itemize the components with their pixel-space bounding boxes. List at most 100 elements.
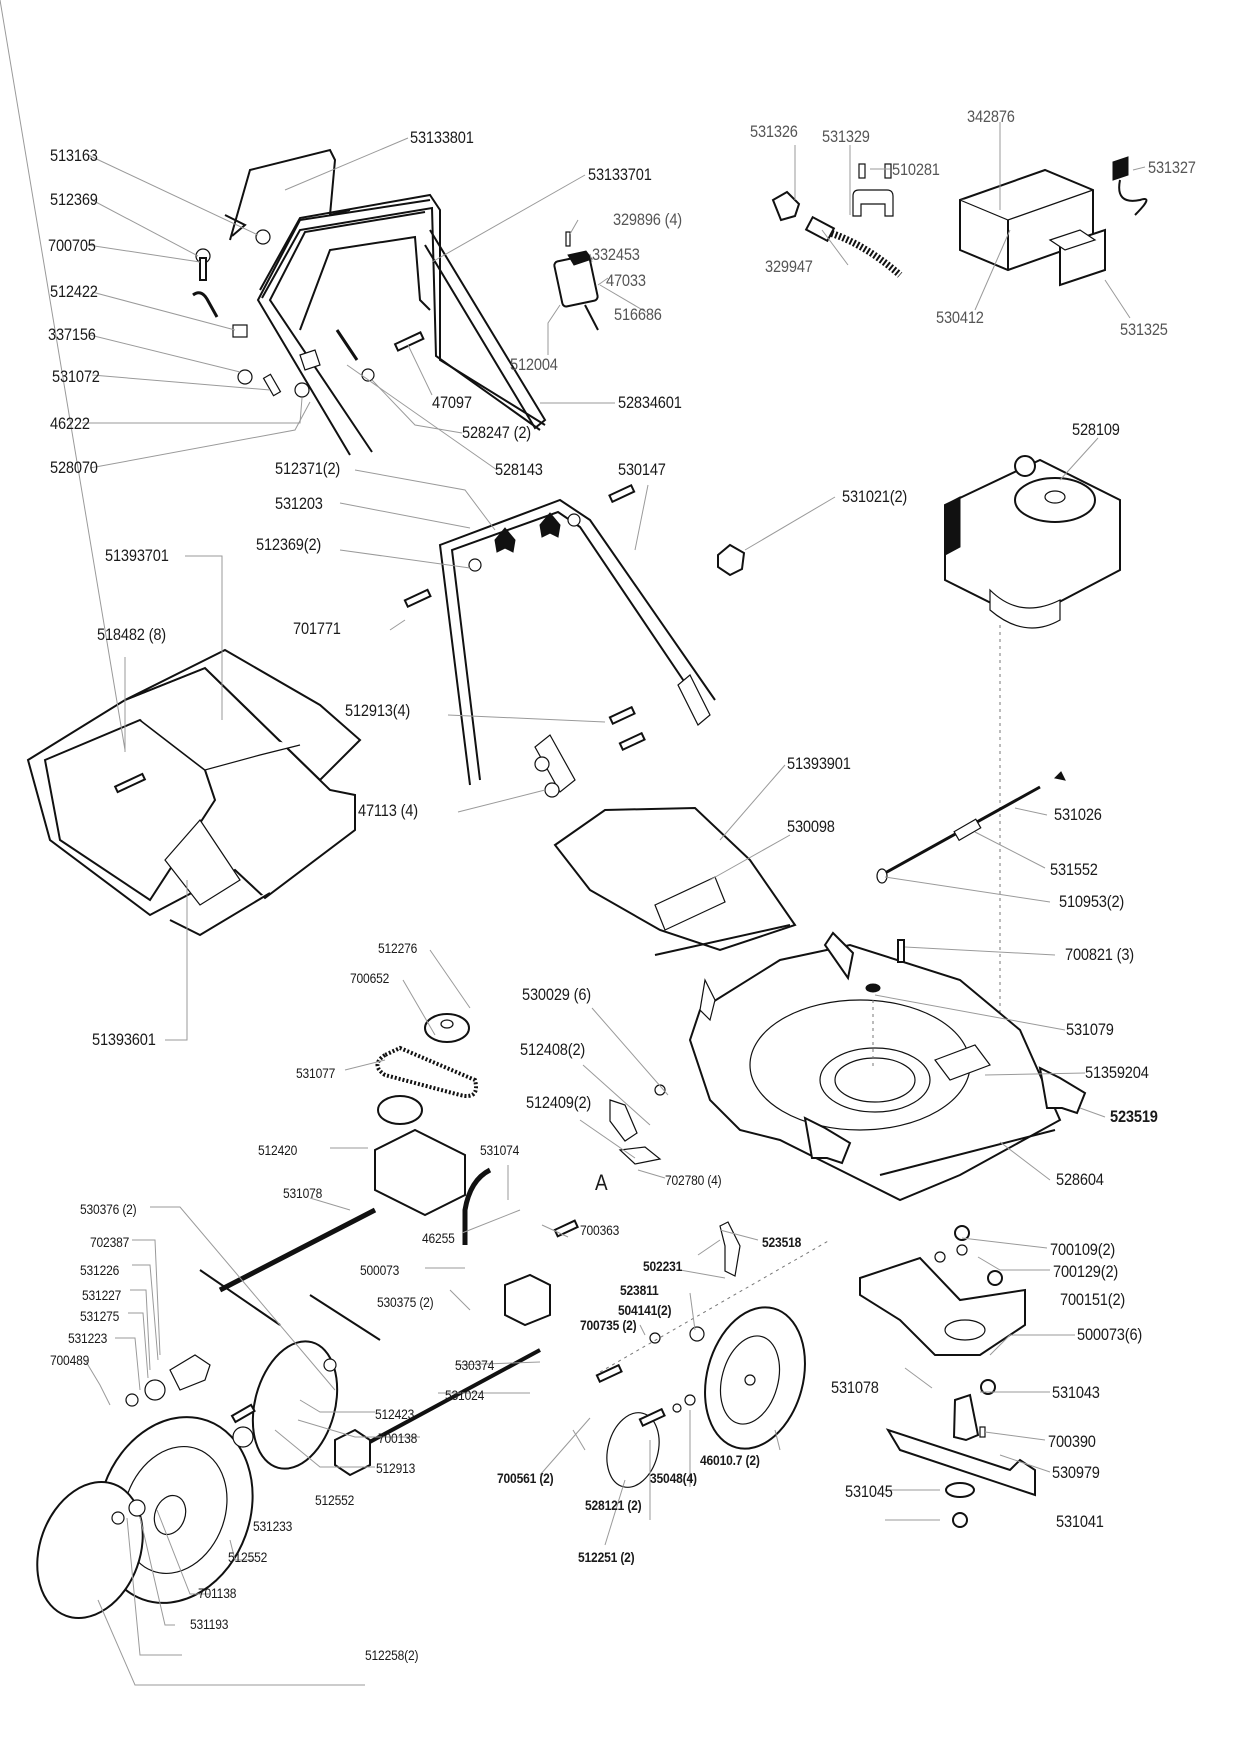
part-label: 329947 <box>765 257 813 276</box>
part-label: 47033 <box>606 271 646 290</box>
part-label: 528121 (2) <box>585 1497 642 1513</box>
part-label: 531329 <box>822 127 870 146</box>
part-label: 512422 <box>50 282 98 301</box>
part-label: 332453 <box>592 245 640 264</box>
part-label: 46222 <box>50 414 90 433</box>
part-label: 700821 (3) <box>1065 945 1135 964</box>
part-label: 523519 <box>1110 1107 1158 1126</box>
part-label: 51393701 <box>105 546 169 565</box>
part-label: 700363 <box>580 1222 620 1238</box>
part-label: 512409(2) <box>526 1093 592 1112</box>
part-label: 512408(2) <box>520 1040 586 1059</box>
part-label: 531203 <box>275 494 323 513</box>
part-label: 512420 <box>258 1142 298 1158</box>
part-label: 530029 (6) <box>522 985 592 1004</box>
blade-assembly <box>859 1225 1036 1528</box>
part-label: 531045 <box>845 1482 893 1501</box>
part-label: 530412 <box>936 308 984 327</box>
part-label: 528143 <box>495 460 543 479</box>
switch-box-512004 <box>553 231 599 331</box>
part-label: 518482 (8) <box>97 625 167 644</box>
part-label: 52834601 <box>618 393 682 412</box>
part-label: 46255 <box>422 1230 455 1246</box>
part-label: 523518 <box>762 1234 802 1250</box>
part-label: 523811 <box>620 1282 659 1298</box>
part-label: 510953(2) <box>1059 892 1125 911</box>
part-label: 531275 <box>80 1308 120 1324</box>
part-label: 531078 <box>831 1378 879 1397</box>
part-label: 702780 (4) <box>665 1172 722 1188</box>
part-label: 46010.7 (2) <box>700 1452 760 1468</box>
part-label: 531077 <box>296 1065 336 1081</box>
part-label: 528070 <box>50 458 98 477</box>
cable-bail-53133801 <box>224 148 351 241</box>
part-label: 53133801 <box>410 128 474 147</box>
part-label: 512423 <box>375 1406 415 1422</box>
part-label: A <box>595 1170 608 1195</box>
part-label: 531325 <box>1120 320 1168 339</box>
part-label: 51359204 <box>1085 1063 1149 1082</box>
rear-flap-51393901 <box>553 806 797 956</box>
part-label: 701771 <box>293 619 341 638</box>
part-label: 531078 <box>283 1185 323 1201</box>
part-label: 531552 <box>1050 860 1098 879</box>
part-label: 342876 <box>967 107 1015 126</box>
part-label: 500073(6) <box>1077 1325 1143 1344</box>
throttle-cable-531026 <box>876 771 1066 884</box>
part-label: 528109 <box>1072 420 1120 439</box>
left-hardware <box>192 229 425 398</box>
part-label: 531226 <box>80 1262 120 1278</box>
part-label: 500073 <box>360 1262 400 1278</box>
part-label: 700390 <box>1048 1432 1096 1451</box>
part-label: 512552 <box>228 1549 268 1565</box>
part-label: 53133701 <box>588 165 652 184</box>
part-label: 512552 <box>315 1492 355 1508</box>
part-label: 516686 <box>614 305 662 324</box>
part-label: 700151(2) <box>1060 1290 1126 1309</box>
part-label: 531327 <box>1148 158 1196 177</box>
part-label: 700705 <box>48 236 96 255</box>
part-label: 531223 <box>68 1330 108 1346</box>
part-label: 512369 <box>50 190 98 209</box>
part-label: 510281 <box>892 160 940 179</box>
engine-528109 <box>944 455 1121 1020</box>
part-label: 531021(2) <box>842 487 908 506</box>
part-label: 530098 <box>787 817 835 836</box>
part-label: 530375 (2) <box>377 1294 434 1310</box>
part-label: 531041 <box>1056 1512 1104 1531</box>
front-wheel-46010-7 <box>595 1221 831 1488</box>
part-label: 700138 <box>378 1430 418 1446</box>
part-label: 504141(2) <box>618 1302 672 1318</box>
part-label: 700652 <box>350 970 390 986</box>
lower-handle-530147 <box>403 483 716 798</box>
part-label: 512913(4) <box>345 701 411 720</box>
grass-catcher <box>26 648 362 937</box>
part-label: 530147 <box>618 460 666 479</box>
part-label: 530376 (2) <box>80 1201 137 1217</box>
part-label: 51393601 <box>92 1030 156 1049</box>
rear-wheel-531233 <box>36 1340 339 1619</box>
part-label: 512913 <box>376 1460 416 1476</box>
part-label: 35048(4) <box>650 1470 697 1486</box>
part-label: 47097 <box>432 393 472 412</box>
part-label: 700129(2) <box>1053 1262 1119 1281</box>
part-label: 528604 <box>1056 1170 1104 1189</box>
part-label: 700561 (2) <box>497 1470 554 1486</box>
mower-deck-51359204 <box>688 931 1062 1202</box>
part-label: 530374 <box>455 1357 495 1373</box>
part-label: 513163 <box>50 146 98 165</box>
part-label: 531227 <box>82 1287 122 1303</box>
part-label: 531233 <box>253 1518 293 1534</box>
part-label: 531079 <box>1066 1020 1114 1039</box>
part-label: 530979 <box>1052 1463 1100 1482</box>
part-label: 700489 <box>50 1352 90 1368</box>
part-label: 512004 <box>510 355 558 374</box>
part-label: 337156 <box>48 325 96 344</box>
part-label: 47113 (4) <box>358 801 418 820</box>
part-label: 531024 <box>445 1387 485 1403</box>
part-label: 512276 <box>378 940 418 956</box>
part-label: 702387 <box>90 1234 130 1250</box>
part-label: 700735 (2) <box>580 1317 637 1333</box>
hinge-523518 <box>803 1116 852 1165</box>
